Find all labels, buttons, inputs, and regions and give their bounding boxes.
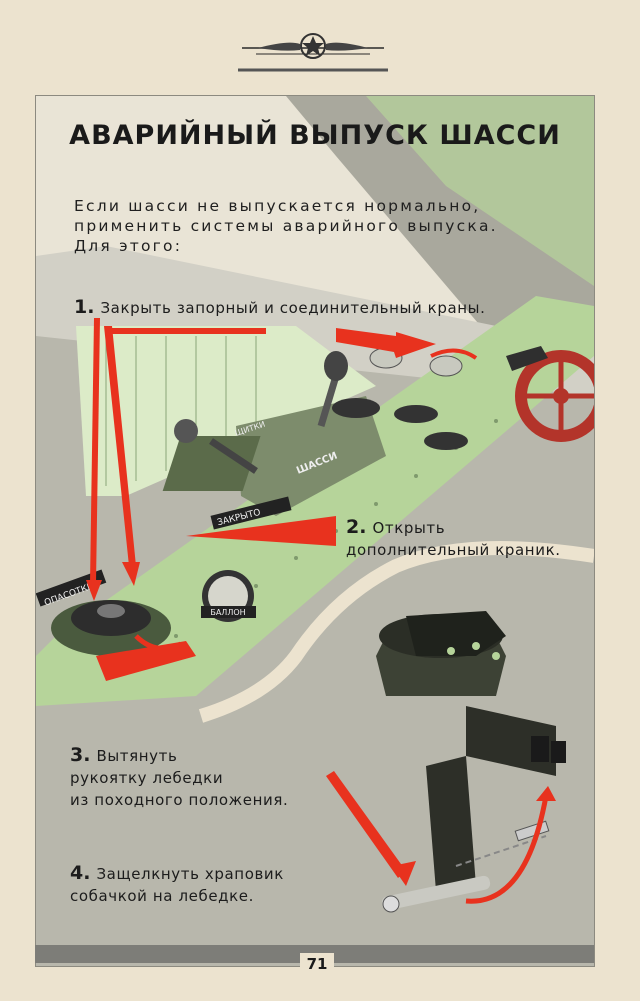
step-text: Защелкнуть храповик (96, 865, 284, 883)
intro-line: Для этого: (74, 237, 183, 255)
step-text: рукоятку лебедки (70, 769, 224, 787)
step-4: 4. Защелкнуть храповик собачкой на лебедк… (70, 862, 284, 907)
cylinder-label: БАЛЛОН (210, 608, 245, 617)
step-number: 3. (70, 744, 91, 766)
page-title: АВАРИЙНЫЙ ВЫПУСК ШАССИ (69, 120, 561, 151)
intro-text: Если шасси не выпускается нормально, при… (74, 196, 574, 256)
step-text: собачкой на лебедке. (70, 887, 254, 905)
step-text: Открыть (372, 519, 446, 537)
step-text: Вытянуть (96, 747, 178, 765)
step-text: дополнительный краник. (346, 541, 561, 559)
step-3: 3. Вытянуть рукоятку лебедки из походного… (70, 744, 288, 811)
intro-line: применить системы аварийного выпуска. (74, 217, 498, 235)
illustration-frame: БАЛЛОН ОПАСОТКИ ЗАКРЫТО ШАССИ ЩИТКИ (35, 95, 595, 967)
step-2: 2. Открыть дополнительный краник. (346, 516, 561, 561)
intro-line: Если шасси не выпускается нормально, (74, 197, 481, 215)
step-text: из походного положения. (70, 791, 289, 809)
illustration-artwork: БАЛЛОН ОПАСОТКИ ЗАКРЫТО ШАССИ ЩИТКИ (36, 96, 594, 966)
step-number: 2. (346, 516, 367, 538)
step-number: 4. (70, 862, 91, 884)
step-text: Закрыть запорный и соединительный краны. (100, 299, 486, 317)
step-number: 1. (74, 296, 95, 318)
step-1: 1. Закрыть запорный и соединительный кран… (74, 296, 485, 319)
winged-star-emblem-icon (238, 33, 388, 72)
page-number: 71 (300, 953, 334, 975)
